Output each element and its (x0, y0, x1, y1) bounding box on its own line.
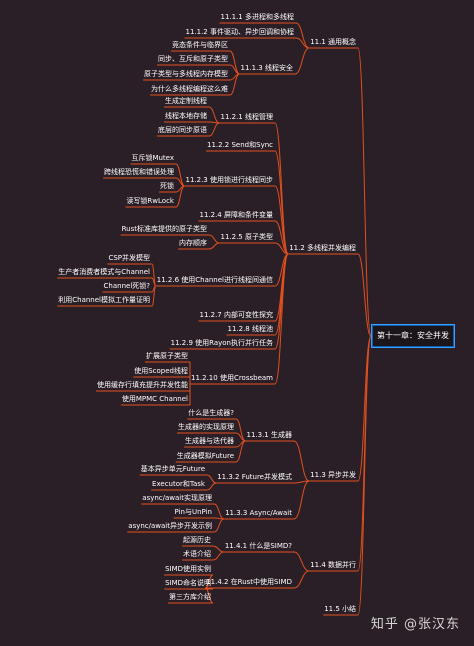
node-s11-2-6[interactable]: 11.2.6 使用Channel进行线程间通信 (156, 276, 273, 284)
connector-s11-2-10 (274, 253, 289, 385)
node-s11-4-1[interactable]: 11.4.1 什么是SIMD? (224, 542, 292, 550)
node-s11-1-3[interactable]: 11.1.3 线程安全 (240, 64, 294, 72)
root-node[interactable]: 第十一章：安全并发 (371, 324, 455, 348)
node-s11-2-8[interactable]: 11.2.8 线程池 (227, 325, 274, 333)
node-s11-4-1-a[interactable]: 起源历史 (183, 536, 211, 544)
connector-s11-2-6-d (151, 285, 157, 307)
node-s11-3-3-a[interactable]: async/await实现原理 (142, 494, 212, 502)
node-s11-2-3-a[interactable]: 互斥锁Mutex (131, 154, 174, 162)
node-s11-1-3-d[interactable]: 为什么多线程编程这么难 (151, 85, 228, 93)
node-s11-3-2[interactable]: 11.3.2 Future并发模式 (217, 473, 292, 481)
node-s11-4[interactable]: 11.4 数据并行 (310, 561, 356, 569)
node-s11-3-3-c[interactable]: async/await异步开发示例 (128, 522, 212, 530)
node-s11-2-10-d[interactable]: 使用MPMC Channel (121, 395, 188, 403)
node-s11-3-3-b[interactable]: Pin与UnPin (174, 508, 212, 516)
node-s11-3-3[interactable]: 11.3.3 Async/Await (225, 509, 292, 517)
connector-s11-3-2-b (206, 482, 217, 491)
connector-s11-2-5-b (208, 242, 220, 250)
connector-s11-2-1-c (208, 122, 220, 137)
connector-s11-3-3-c (213, 518, 225, 533)
node-s11-3[interactable]: 11.3 异步并发 (310, 471, 356, 479)
node-s11-3-2-b[interactable]: Executor和Task (152, 480, 205, 488)
connector-s11-2-5 (274, 242, 289, 255)
node-s11-4-2-c[interactable]: 第三方库介绍 (169, 593, 211, 601)
node-s11-3-2-a[interactable]: 基本异步单元Future (140, 465, 205, 473)
connector-s11-2-4 (274, 220, 289, 255)
connector-s11-2-5-a (208, 234, 220, 244)
node-s11-3-1[interactable]: 11.3.1 生成器 (246, 431, 293, 439)
connector-s11-4-1-a (212, 545, 224, 553)
connector-s11-3-2-a (206, 474, 217, 484)
node-s11-2[interactable]: 11.2 多线程并发编程 (289, 244, 356, 252)
node-s11-3-1-d[interactable]: 生成器模拟Future (176, 452, 234, 460)
node-s11-3-1-a[interactable]: 什么是生成器? (188, 409, 234, 417)
connector-s11-3-3 (293, 480, 310, 520)
node-s11-2-9[interactable]: 11.2.9 使用Rayon执行并行任务 (170, 339, 273, 347)
node-s11-2-1-a[interactable]: 生成定制线程 (165, 97, 207, 105)
node-s11-2-1-c[interactable]: 底层的同步原语 (158, 126, 207, 134)
watermark: 知乎 @张汉东 (370, 617, 460, 632)
node-s11-2-1-b[interactable]: 线程本地存储 (165, 112, 207, 120)
connector-s11-1-3 (294, 47, 310, 75)
node-s11-1-3-c[interactable]: 原子类型与多线程内存模型 (144, 70, 228, 78)
connector-s11-3-3-a (213, 503, 225, 520)
node-s11-4-2-b[interactable]: SIMD命名说明 (165, 579, 211, 587)
node-s11-2-10-b[interactable]: 使用Scoped线程 (134, 367, 188, 375)
node-s11-4-2-a[interactable]: SIMD使用实例 (165, 565, 211, 573)
connector-s11-4 (357, 335, 372, 572)
node-s11-1-3-b[interactable]: 同步、互斥和原子类型 (158, 55, 228, 63)
node-s11-2-7[interactable]: 11.2.7 内部可变性探究 (199, 311, 274, 319)
node-s11-2-3[interactable]: 11.2.3 使用锁进行线程同步 (185, 176, 274, 184)
node-s11-1-1[interactable]: 11.1.1 多进程和多线程 (220, 13, 295, 21)
node-s11-2-6-a[interactable]: CSP并发模型 (108, 254, 150, 262)
node-s11-1[interactable]: 11.1 通用概念 (310, 38, 356, 46)
node-s11-4-2[interactable]: 11.4.2 在Rust中使用SIMD (206, 578, 292, 586)
connector-s11-4-2 (293, 570, 310, 589)
node-s11-2-3-c[interactable]: 死锁 (160, 182, 174, 190)
node-s11-2-6-d[interactable]: 利用Channel模拟工作量证明 (58, 296, 150, 304)
node-s11-2-6-b[interactable]: 生产者消费者模式与Channel (58, 268, 150, 276)
node-s11-2-10-c[interactable]: 使用缓存行填充提升并发性能 (97, 381, 188, 389)
connector-s11-1-2 (295, 37, 310, 49)
node-s11-3-1-b[interactable]: 生成器的实现原理 (178, 423, 234, 431)
node-s11-2-3-b[interactable]: 跨线程恐慌和错误处理 (104, 168, 174, 176)
connector-s11-1-3-a (229, 50, 240, 75)
node-s11-2-10[interactable]: 11.2.10 使用Crossbeam (191, 374, 273, 382)
node-s11-5[interactable]: 11.5 小结 (324, 605, 356, 613)
connector-s11-2-3-d (175, 185, 185, 208)
node-s11-2-5[interactable]: 11.2.5 原子类型 (220, 233, 274, 241)
connector-s11-1 (357, 47, 372, 337)
node-s11-2-5-a[interactable]: Rust标准库提供的原子类型 (121, 225, 207, 233)
connector-s11-2-1-a (208, 106, 220, 124)
node-s11-1-2[interactable]: 11.1.2 事件驱动、异步回调和协程 (185, 28, 295, 36)
node-s11-2-3-d[interactable]: 读写锁RwLock (126, 197, 174, 205)
node-s11-2-4[interactable]: 11.2.4 屏障和条件变量 (199, 211, 274, 219)
connector-s11-4-2-c (204, 587, 214, 604)
connector-s11-4-1-b (212, 551, 224, 561)
node-s11-4-1-b[interactable]: 术语介绍 (183, 550, 211, 558)
node-s11-2-10-a[interactable]: 扩展原子类型 (146, 352, 188, 360)
connector-s11-3-1 (293, 440, 310, 482)
connector-s11-1-1 (295, 22, 310, 49)
node-s11-2-2[interactable]: 11.2.2 Send和Sync (207, 141, 273, 149)
node-s11-1-3-a[interactable]: 竞态条件与临界区 (172, 41, 228, 49)
connector-s11-3-1-d (235, 440, 246, 463)
connector-s11-4-1 (293, 551, 310, 572)
connector-s11-5 (357, 335, 372, 616)
node-s11-3-1-c[interactable]: 生成器与迭代器 (185, 437, 234, 445)
node-s11-2-1[interactable]: 11.2.1 线程管理 (220, 113, 274, 121)
connector-s11-1-3-d (229, 73, 240, 96)
connector-s11-3-2 (293, 480, 310, 484)
node-s11-2-6-c[interactable]: Channel死锁? (103, 282, 150, 290)
connector-s11-2 (357, 253, 372, 337)
node-s11-2-5-b[interactable]: 内存顺序 (179, 239, 207, 247)
